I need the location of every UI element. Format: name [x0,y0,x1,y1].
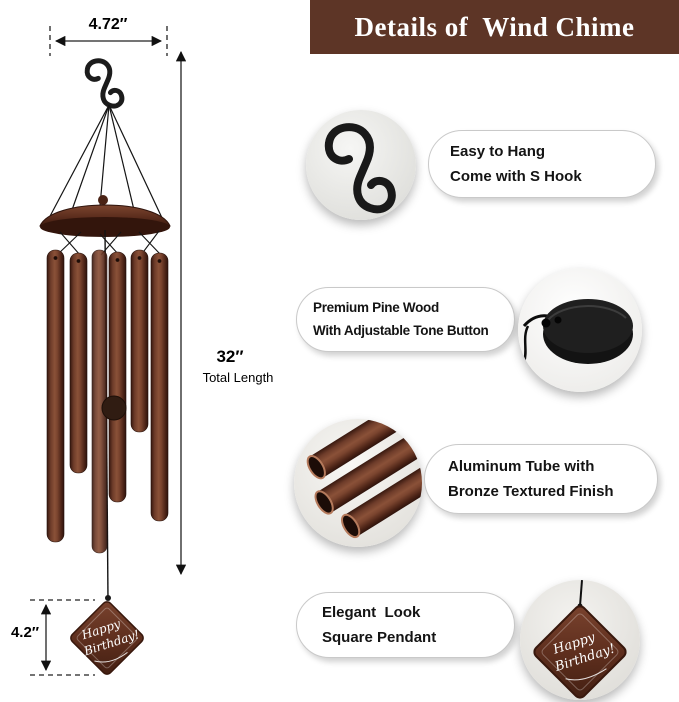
pine-wood-photo [518,268,642,392]
striker [101,395,127,421]
feature-pill-pine-wood: Premium Pine Wood With Adjustable Tone B… [296,287,515,352]
feature-line: Aluminum Tube with [448,457,595,475]
s-hook-photo [306,110,416,220]
chime-cap [39,195,171,237]
total-length-caption: Total Length [202,370,274,385]
hanging-strings [47,104,164,221]
feature-line: Bronze Textured Finish [448,482,614,500]
pendant-photo: Happy Birthday! [520,580,640,700]
s-hook-photo-icon [324,123,396,214]
feature-pill-square-pendant: Elegant Look Square Pendant [296,592,515,658]
feature-line: Easy to Hang [450,142,546,160]
s-hook-icon [84,58,125,109]
page-title: Details of Wind Chime [354,11,635,42]
feature-line: Elegant Look [322,603,421,621]
pendant-photo-icon: Happy Birthday! [533,580,627,699]
feature-line: Square Pendant [322,628,437,646]
chime-tubes [46,249,169,554]
wind-chime-illustration: Happy Birthday! [30,26,187,676]
hook-width-dimension [49,26,168,56]
feature-line: Premium Pine Wood [313,299,439,315]
total-length-value: 32″ [216,347,244,366]
pendant: Happy Birthday! [70,595,144,675]
header-banner: Details of Wind Chime [310,0,679,54]
hook-width-label: 4.72″ [88,16,128,33]
feature-line: Come with S Hook [450,167,582,185]
feature-line: With Adjustable Tone Button [313,323,489,338]
tube-photo-icon [306,419,422,539]
feature-pill-easy-to-hang: Easy to Hang Come with S Hook [428,130,656,198]
pendant-dimension [30,599,95,676]
feature-pill-aluminum-tube: Aluminum Tube with Bronze Textured Finis… [424,444,658,514]
pendant-size-label: 4.2″ [10,624,40,641]
tube-photo [294,419,422,547]
pine-wood-photo-icon [522,299,633,364]
